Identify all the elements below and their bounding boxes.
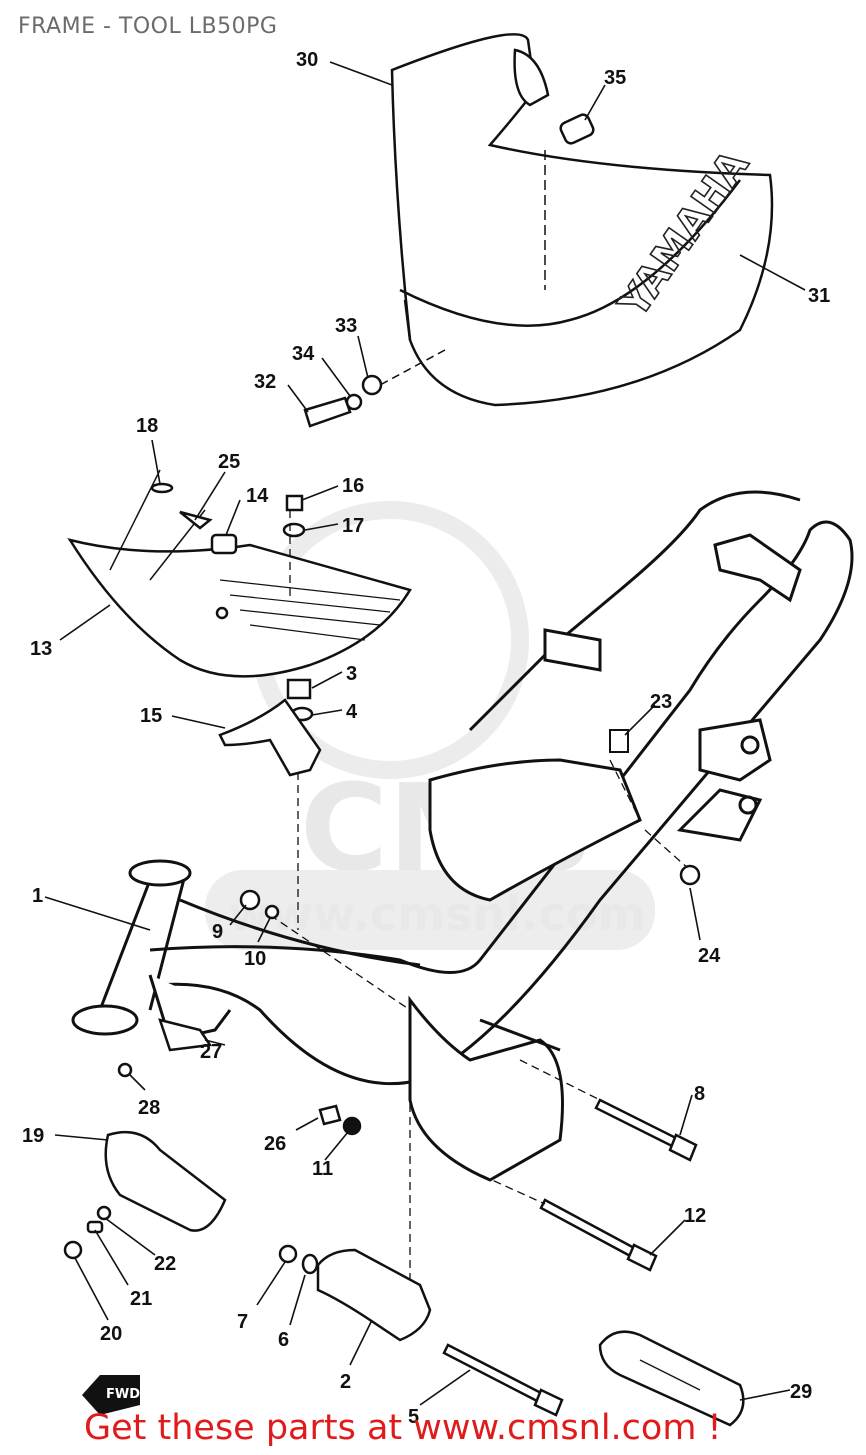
callout-3: 3 bbox=[346, 663, 357, 685]
long-bolt-part-5 bbox=[442, 1343, 564, 1417]
callout-6: 6 bbox=[278, 1329, 289, 1351]
callout-28: 28 bbox=[138, 1097, 160, 1119]
watermark-site-text: www.cmsnl.com bbox=[228, 887, 645, 941]
small-nut-part bbox=[278, 1244, 319, 1275]
guard-fasteners bbox=[63, 1205, 112, 1260]
callout-19: 19 bbox=[22, 1125, 44, 1147]
callout-15: 15 bbox=[140, 705, 162, 727]
callout-1: 1 bbox=[32, 885, 43, 907]
footboard-part bbox=[67, 469, 412, 678]
callout-27: 27 bbox=[200, 1041, 222, 1063]
tool-bag-part bbox=[598, 1330, 745, 1427]
callout-30: 30 bbox=[296, 49, 318, 71]
callout-13: 13 bbox=[30, 638, 52, 660]
footboard-bracket-part bbox=[218, 698, 322, 777]
callout-5: 5 bbox=[408, 1406, 419, 1428]
callout-14: 14 bbox=[246, 485, 269, 507]
grommet-part bbox=[559, 113, 595, 145]
long-bolt-part-12 bbox=[469, 1169, 658, 1272]
callout-34: 34 bbox=[292, 343, 315, 365]
callout-12: 12 bbox=[684, 1205, 706, 1227]
callout-labels: 1234567891011121314151617181920212223242… bbox=[22, 49, 830, 1428]
guard-part bbox=[104, 1130, 227, 1232]
callout-18: 18 bbox=[136, 415, 158, 437]
callout-10: 10 bbox=[244, 948, 266, 970]
headlight-cover-part: YAMAHA bbox=[379, 33, 774, 407]
nut-bolt-part bbox=[318, 1104, 362, 1136]
callout-17: 17 bbox=[342, 515, 364, 537]
callout-32: 32 bbox=[254, 371, 276, 393]
main-frame-part bbox=[71, 490, 854, 1300]
callout-21: 21 bbox=[130, 1288, 152, 1310]
callout-26: 26 bbox=[264, 1133, 286, 1155]
headlight-bolt-part bbox=[303, 374, 383, 428]
clip-part bbox=[609, 729, 629, 753]
callout-29: 29 bbox=[790, 1381, 812, 1403]
fwd-arrow-icon: FWD bbox=[82, 1375, 140, 1415]
callout-8: 8 bbox=[694, 1083, 705, 1105]
cap-part bbox=[679, 864, 701, 886]
leader-lines bbox=[44, 61, 806, 1406]
callout-23: 23 bbox=[650, 691, 672, 713]
callout-7: 7 bbox=[237, 1311, 248, 1333]
callout-33: 33 bbox=[335, 315, 357, 337]
callout-22: 22 bbox=[154, 1253, 176, 1275]
frame-fasteners-27-28 bbox=[117, 1018, 213, 1078]
callout-2: 2 bbox=[340, 1371, 351, 1393]
callout-4: 4 bbox=[346, 701, 358, 723]
callout-16: 16 bbox=[342, 475, 364, 497]
callout-24: 24 bbox=[698, 945, 721, 967]
fwd-label: FWD bbox=[106, 1387, 140, 1402]
callout-9: 9 bbox=[212, 921, 223, 943]
callout-25: 25 bbox=[218, 451, 240, 473]
callout-11: 11 bbox=[312, 1158, 333, 1180]
diagram-title: FRAME - TOOL LB50PG bbox=[18, 14, 278, 39]
stand-bracket-part bbox=[316, 1248, 432, 1342]
callout-35: 35 bbox=[604, 67, 626, 89]
callout-20: 20 bbox=[100, 1323, 122, 1345]
callout-31: 31 bbox=[808, 285, 830, 307]
footboard-fasteners bbox=[150, 482, 314, 930]
long-bolt-part-8 bbox=[519, 1059, 698, 1162]
nut-washer-part bbox=[239, 889, 280, 920]
promo-footer-text: Get these parts at www.cmsnl.com ! bbox=[84, 1408, 722, 1448]
